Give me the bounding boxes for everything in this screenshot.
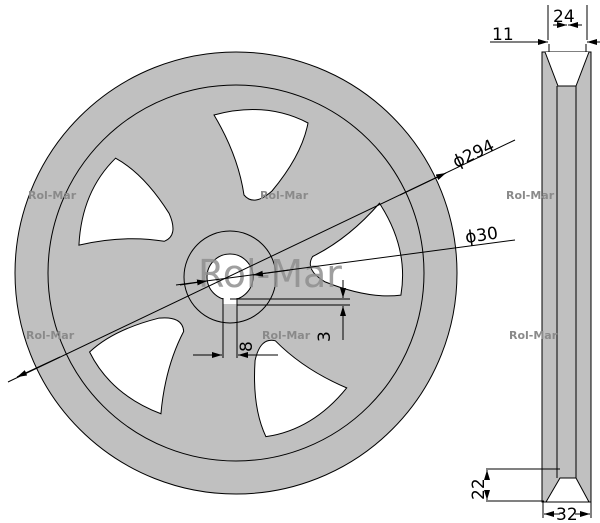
spoke-opening <box>254 339 348 438</box>
dim-keyway-width: 8 <box>237 341 257 352</box>
spoke-opening <box>309 202 404 297</box>
watermark: Rol-Mar <box>262 329 311 342</box>
watermark: Rol-Mar <box>28 189 77 202</box>
spoke-opening <box>213 109 309 201</box>
bore-diameter-line <box>175 239 516 286</box>
side-view <box>484 5 600 518</box>
dim-rim-offset: 11 <box>492 25 514 45</box>
watermark-large: Rol-Mar <box>198 252 342 296</box>
spoke-opening <box>78 157 174 246</box>
watermark: Rol-Mar <box>506 189 555 202</box>
hub <box>183 230 277 324</box>
keyway <box>223 296 237 304</box>
dim-groove-depth: 22 <box>469 478 489 500</box>
watermark: Rol-Mar <box>509 329 558 342</box>
watermark: Rol-Mar <box>260 189 309 202</box>
watermark: Rol-Mar <box>26 329 75 342</box>
dim-groove-top-width: 24 <box>553 7 575 27</box>
inner-rim <box>47 84 425 462</box>
groove-top <box>542 51 591 87</box>
dim-keyway-depth: 3 <box>315 331 335 342</box>
dim-rim-width: 32 <box>556 505 578 523</box>
spoke-openings <box>78 109 404 438</box>
spoke-opening <box>88 317 185 415</box>
front-dimensions <box>7 139 516 383</box>
groove-bottom <box>545 477 590 503</box>
dim-outer-diameter: ϕ294 <box>450 136 498 173</box>
dim-bore-diameter: ϕ30 <box>464 224 499 248</box>
